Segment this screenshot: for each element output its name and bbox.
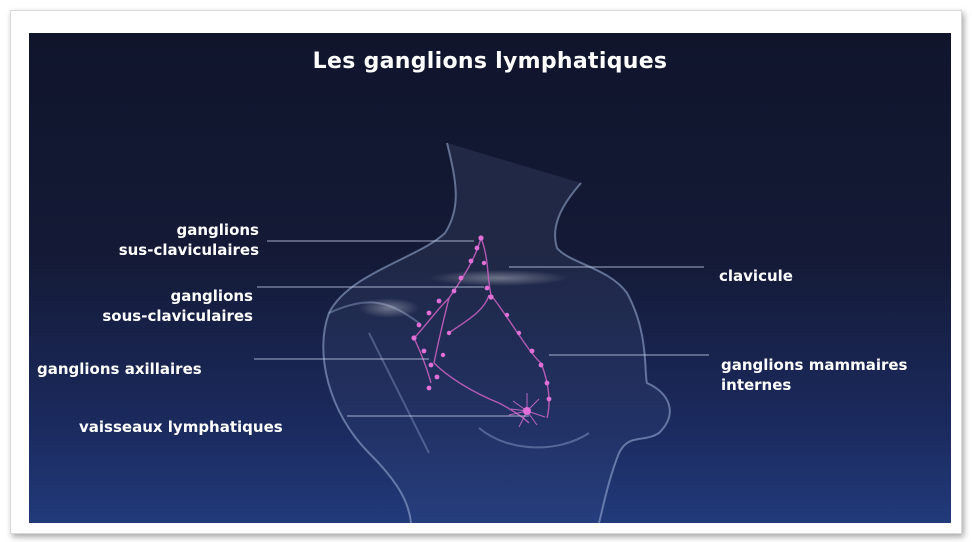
label-mammaires-line1: ganglions mammaires <box>721 355 907 375</box>
label-sus-claviculaires-line1: ganglions <box>79 220 259 240</box>
body-fill <box>323 143 669 523</box>
diagram-panel: Les ganglions lymphatiques <box>29 33 951 523</box>
label-clavicule: clavicule <box>719 266 793 286</box>
clavicle-highlight <box>429 270 569 286</box>
label-sus-claviculaires-line2: sus-claviculaires <box>79 240 259 260</box>
label-sus-claviculaires: ganglions sus-claviculaires <box>79 220 259 260</box>
label-axillaires: ganglions axillaires <box>37 359 202 379</box>
label-sous-claviculaires: ganglions sous-claviculaires <box>29 286 253 326</box>
shoulder-highlight <box>359 298 419 318</box>
image-frame: Les ganglions lymphatiques <box>10 10 962 534</box>
label-mammaires-line2: internes <box>721 375 907 395</box>
label-sous-claviculaires-line2: sous-claviculaires <box>29 306 253 326</box>
label-sous-claviculaires-line1: ganglions <box>29 286 253 306</box>
label-mammaires: ganglions mammaires internes <box>721 355 907 395</box>
label-vaisseaux: vaisseaux lymphatiques <box>79 417 283 437</box>
anatomy-illustration <box>29 33 951 523</box>
